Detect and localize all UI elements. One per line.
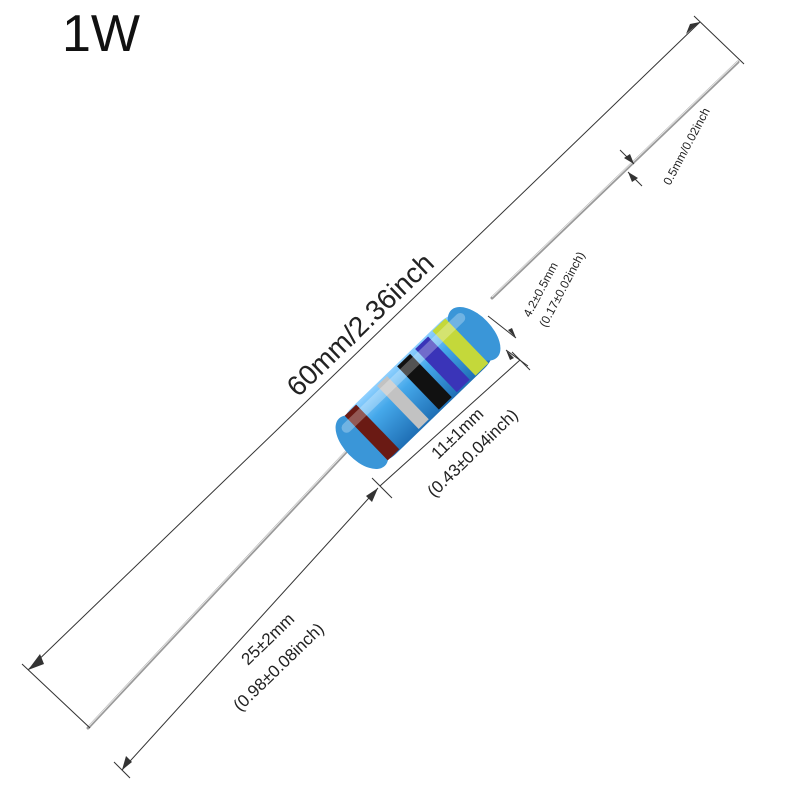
lead-bottom: [86, 448, 350, 730]
band-black: [397, 353, 452, 410]
band-brown: [344, 404, 400, 461]
lead-diameter-label: 0.5mm/0.02inch: [660, 105, 712, 187]
band-silver: [377, 376, 429, 430]
power-rating-title: 1W: [62, 5, 140, 63]
band-violet: [415, 336, 470, 393]
resistor-body: [335, 306, 501, 470]
band-gold-yellow: [432, 318, 489, 376]
lead-top: [490, 60, 740, 300]
